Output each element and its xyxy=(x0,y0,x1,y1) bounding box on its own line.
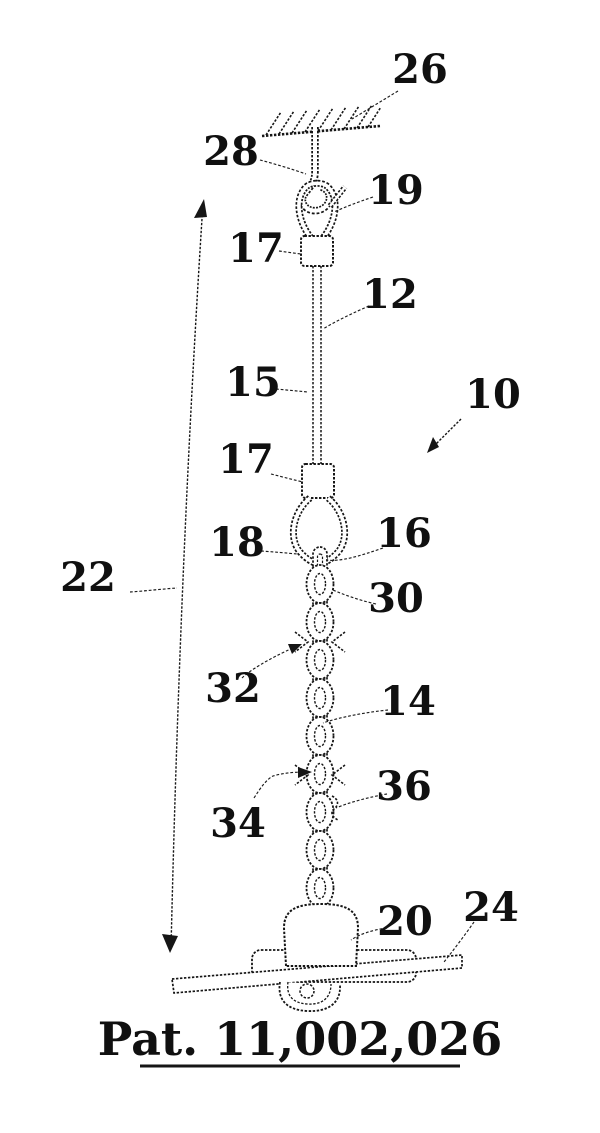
chain-wide-links xyxy=(305,564,335,908)
leader-18 xyxy=(260,550,298,555)
leader-15 xyxy=(275,388,309,393)
leader-34 xyxy=(253,767,312,799)
leader-36 xyxy=(335,793,388,809)
ref-label-34: 34 xyxy=(210,800,266,847)
leader-12 xyxy=(322,305,370,330)
leader-lines xyxy=(129,90,475,963)
leader-30 xyxy=(332,589,377,605)
wire-cable xyxy=(312,266,322,464)
lower-ferrule xyxy=(301,463,335,499)
ref-label-24: 24 xyxy=(463,884,519,931)
ref-label-15: 15 xyxy=(225,359,281,406)
leader-32 xyxy=(241,644,302,679)
reference-numerals: 26 28 19 17 12 15 10 17 16 18 22 30 32 1… xyxy=(60,46,521,945)
assembly-arrow xyxy=(427,418,462,453)
ref-label-10: 10 xyxy=(465,371,521,418)
ref-label-16: 16 xyxy=(376,510,432,557)
ref-label-36: 36 xyxy=(376,763,432,810)
leader-17-lower xyxy=(270,473,304,483)
ref-label-19: 19 xyxy=(368,167,424,214)
ref-label-20: 20 xyxy=(377,898,433,945)
chain xyxy=(305,546,335,908)
leader-17-upper xyxy=(278,250,302,255)
ref-label-32: 32 xyxy=(205,665,261,712)
ref-label-18: 18 xyxy=(209,519,265,566)
blade xyxy=(171,954,463,994)
ref-label-30: 30 xyxy=(368,575,424,622)
screw-head xyxy=(299,983,315,999)
upper-cable-loop xyxy=(295,179,348,241)
leader-22 xyxy=(129,587,178,593)
patent-caption-text: Pat. 11,002,026 xyxy=(98,1012,503,1066)
leader-14 xyxy=(322,709,389,724)
ceiling-hatching xyxy=(261,104,382,138)
ceiling-hook xyxy=(298,127,334,215)
leader-24 xyxy=(443,921,475,963)
link-mark xyxy=(331,795,339,821)
patent-caption: Pat. 11,002,026 xyxy=(98,1012,503,1068)
ref-label-14: 14 xyxy=(380,678,436,725)
anchor-block xyxy=(282,902,360,967)
leader-19 xyxy=(333,196,374,213)
ref-label-28: 28 xyxy=(203,128,259,175)
ref-label-12: 12 xyxy=(362,271,418,318)
clamp-bracket xyxy=(278,981,341,1012)
length-arrow xyxy=(162,199,207,953)
ref-label-22: 22 xyxy=(60,554,116,601)
leader-16 xyxy=(325,547,384,561)
ref-label-26: 26 xyxy=(392,46,448,93)
leader-20 xyxy=(350,927,388,941)
upper-ferrule xyxy=(300,235,334,267)
cable-end-stub xyxy=(327,185,348,208)
ref-label-17-upper: 17 xyxy=(228,225,284,272)
ref-label-17-lower: 17 xyxy=(218,436,274,483)
pinch-marks-upper xyxy=(294,631,346,653)
leader-28 xyxy=(259,159,307,175)
leader-26 xyxy=(351,90,399,120)
